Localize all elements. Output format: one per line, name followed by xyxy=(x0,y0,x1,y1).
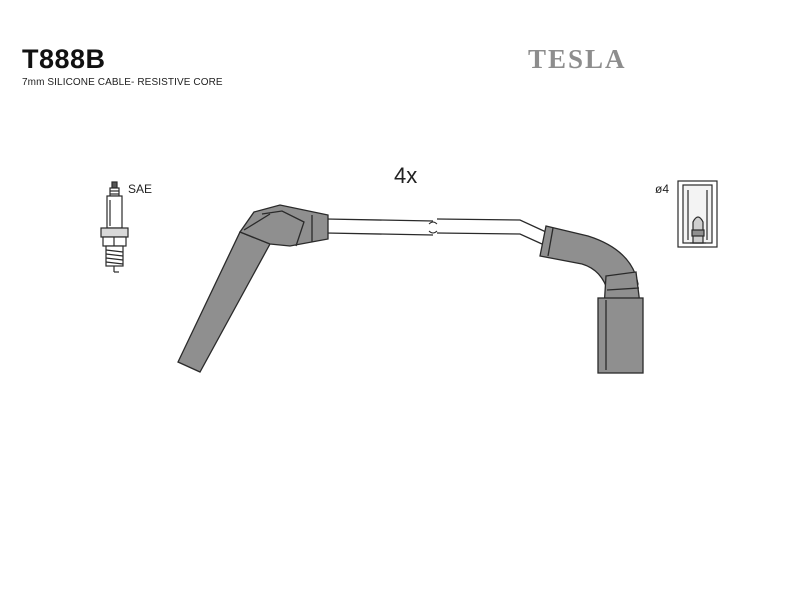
left-boot xyxy=(177,204,329,373)
brand-logo: TESLA xyxy=(528,44,627,74)
quantity-label: 4x xyxy=(394,163,417,188)
terminal-connector-icon xyxy=(677,180,718,248)
cable xyxy=(325,218,547,245)
part-number: T888B xyxy=(22,44,106,74)
product-description: 7mm SILICONE CABLE- RESISTIVE CORE xyxy=(22,77,223,88)
spark-plug-icon xyxy=(100,181,129,273)
terminal-size-label: ø4 xyxy=(655,182,669,196)
right-boot xyxy=(539,225,644,374)
plug-type-label: SAE xyxy=(128,182,152,196)
